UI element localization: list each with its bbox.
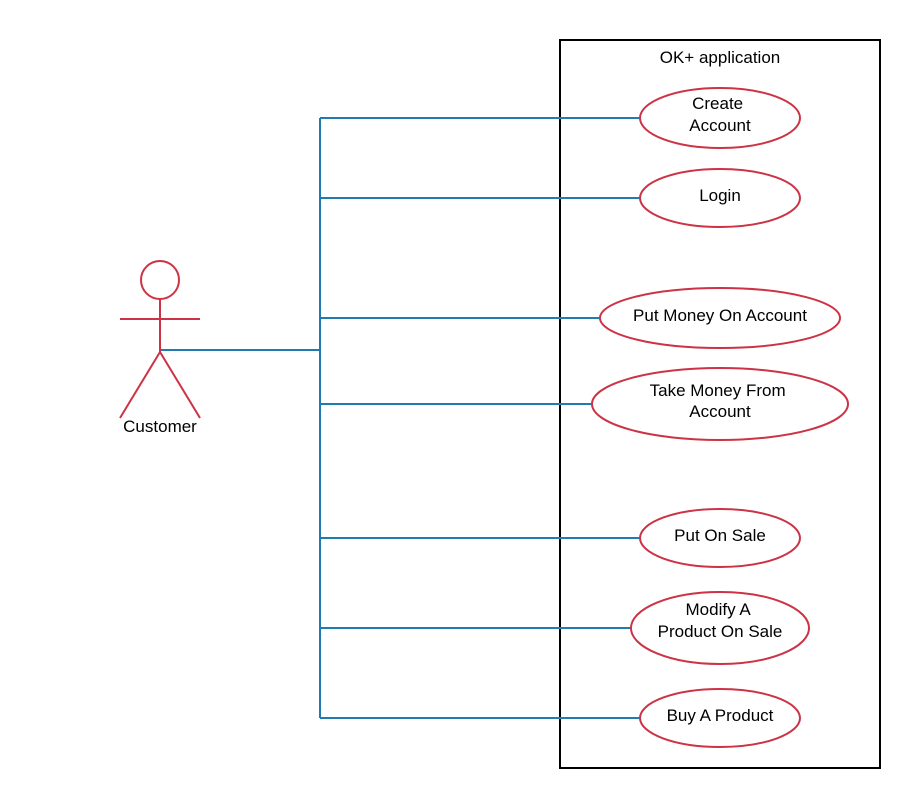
use-case-ellipse (639, 508, 801, 568)
use-case-ellipse (639, 87, 801, 149)
use-case-label-line: Account (689, 402, 751, 421)
use-case-put-money-on-account[interactable]: Put Money On Account (599, 287, 841, 349)
use-case-take-money-from-account[interactable]: Take Money From Account (591, 367, 849, 441)
system-title: OK+ application (660, 48, 781, 67)
actor-head (140, 260, 180, 300)
use-case-label-line: Take Money From (650, 381, 786, 400)
actor-label: Customer (123, 417, 197, 436)
use-case-modify-a-product-on-sale[interactable]: Modify A Product On Sale (630, 591, 810, 665)
use-case-ellipse (639, 168, 801, 228)
use-case-label: Put Money On Account (633, 306, 807, 325)
use-case-put-on-sale[interactable]: Put On Sale (639, 508, 801, 568)
use-case-label-line: Login (699, 186, 741, 205)
use-case-label: Create Account (689, 94, 751, 135)
use-case-label: Login (699, 186, 741, 205)
use-case-buy-a-product[interactable]: Buy A Product (639, 688, 801, 748)
use-case-ellipse (639, 688, 801, 748)
use-case-label-line: Product On Sale (658, 622, 783, 641)
use-case-label: Buy A Product (667, 706, 774, 725)
associations (160, 117, 640, 719)
actor-customer[interactable]: Customer (119, 260, 201, 436)
use-case-ellipse (630, 591, 810, 665)
use-case-login[interactable]: Login (639, 168, 801, 228)
actor-right-leg (159, 351, 201, 419)
use-case-label-line: Create (692, 94, 743, 113)
use-case-label-line: Modify A (686, 600, 752, 619)
use-case-label-line: Put Money On Account (633, 306, 807, 325)
use-case-label-line: Put On Sale (674, 526, 766, 545)
use-case-label: Modify A Product On Sale (658, 600, 783, 641)
use-case-ellipse (591, 367, 849, 441)
use-case-label-line: Account (689, 116, 751, 135)
actor-left-leg (119, 351, 161, 419)
use-case-label: Take Money From Account (650, 381, 791, 421)
use-case-label-line: Buy A Product (667, 706, 774, 725)
use-case-create-account[interactable]: Create Account (639, 87, 801, 149)
use-case-ellipse (599, 287, 841, 349)
use-case-label: Put On Sale (674, 526, 766, 545)
